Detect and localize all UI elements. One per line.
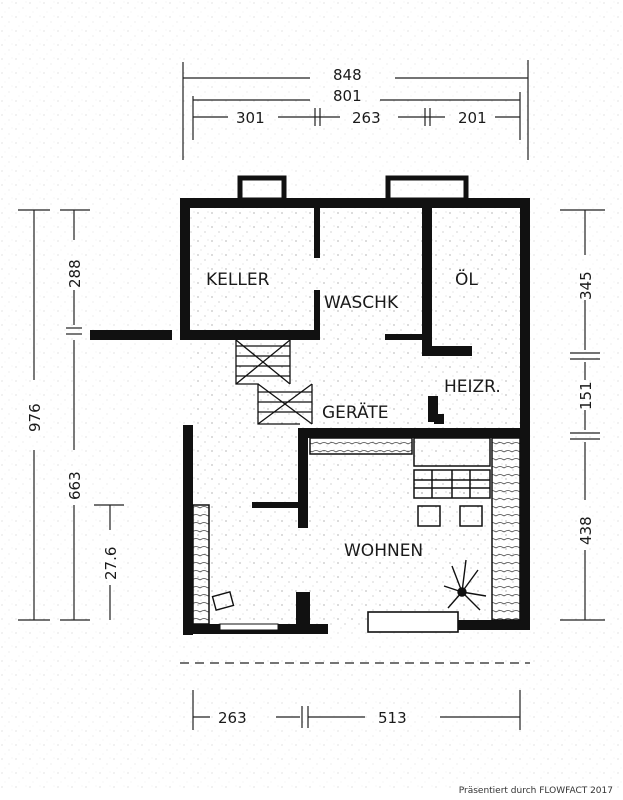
room-label-geraete: GERÄTE bbox=[322, 402, 388, 423]
room-label-wohnen: WOHNEN bbox=[344, 541, 423, 561]
room-label-oel: ÖL bbox=[455, 268, 478, 290]
plant-symbol bbox=[443, 559, 487, 611]
dim-left-lower: 663 bbox=[66, 471, 84, 500]
chair-symbol bbox=[211, 591, 235, 611]
room-label-heizr: HEIZR. bbox=[444, 377, 501, 397]
floor-interior bbox=[190, 210, 520, 630]
top-dimensions bbox=[182, 60, 529, 160]
staircase bbox=[235, 339, 313, 425]
fireplace bbox=[413, 437, 491, 527]
wood-panel-left bbox=[192, 504, 210, 625]
dim-left-upper: 288 bbox=[66, 259, 84, 288]
bottom-dimensions bbox=[180, 662, 530, 730]
dim-right-lower: 438 bbox=[577, 516, 595, 545]
window-bottom-left bbox=[219, 623, 279, 631]
dim-top-seg1: 301 bbox=[236, 109, 265, 127]
dim-right-mid: 151 bbox=[577, 381, 595, 410]
right-dimensions bbox=[560, 209, 605, 621]
dim-top-total-outer: 848 bbox=[333, 66, 362, 84]
room-label-keller: KELLER bbox=[206, 270, 270, 290]
dim-bottom-seg1: 263 bbox=[218, 709, 247, 727]
window-bottom bbox=[367, 611, 459, 633]
dim-top-seg3: 201 bbox=[458, 109, 487, 127]
dim-left-total: 976 bbox=[26, 403, 44, 432]
room-label-waschk: WASCHK bbox=[324, 293, 399, 313]
dim-top-seg2: 263 bbox=[352, 109, 381, 127]
footer-credit: Präsentiert durch FLOWFACT 2017 bbox=[458, 786, 613, 796]
dim-left-inner: 27.6 bbox=[102, 547, 120, 580]
dim-right-upper: 345 bbox=[577, 271, 595, 300]
left-dimensions bbox=[18, 209, 124, 621]
dim-top-total-inner: 801 bbox=[333, 87, 362, 105]
wood-panel-right bbox=[491, 437, 521, 621]
dim-bottom-seg2: 513 bbox=[378, 709, 407, 727]
wood-beam-top bbox=[309, 437, 413, 455]
